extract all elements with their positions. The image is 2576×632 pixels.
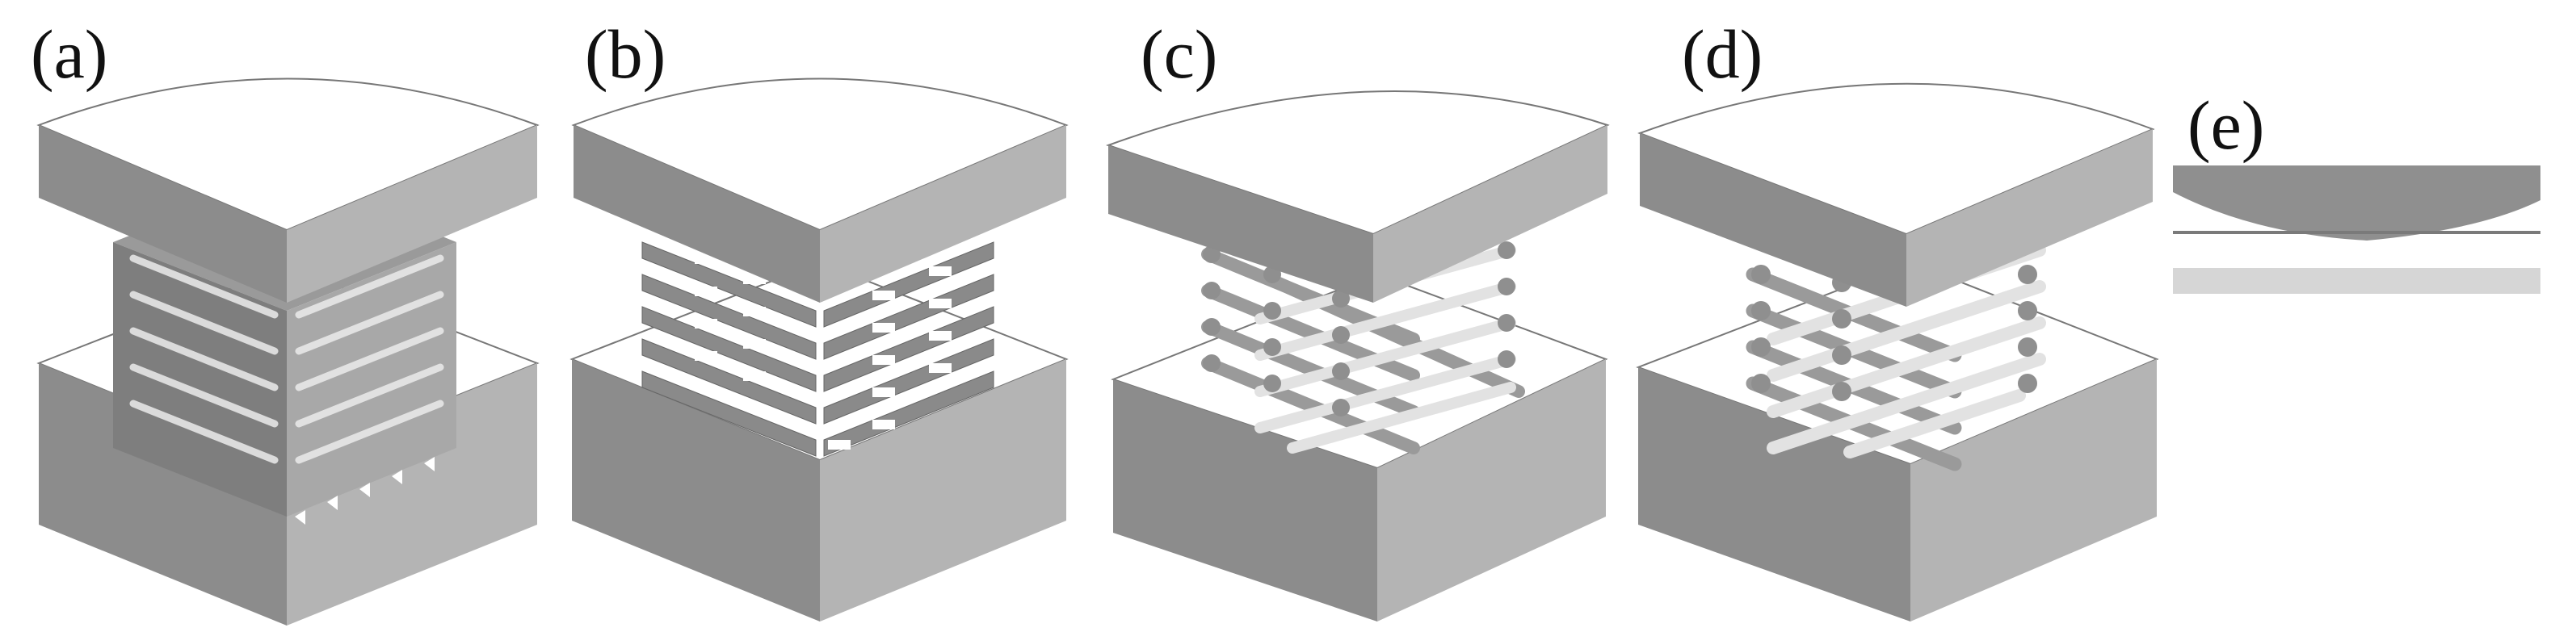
compression-diagram-b	[569, 77, 1069, 622]
panel-label-b: (b)	[585, 15, 666, 93]
compression-diagram-a	[36, 77, 540, 626]
compression-diagram-d	[1636, 82, 2159, 622]
panel-d: (d)	[1632, 0, 2159, 632]
top-plate	[571, 77, 1069, 303]
panel-b: (b)	[549, 0, 1099, 632]
top-plate	[36, 77, 540, 303]
scaffold-cylindrical-struts	[1201, 241, 1525, 454]
scaffold-square-struts	[641, 241, 994, 457]
panel-label-e: (e)	[2187, 86, 2265, 164]
top-plate	[1105, 90, 1610, 303]
panel-label-c: (c)	[1141, 15, 1218, 93]
indenter-side-view-e	[2173, 165, 2540, 294]
top-plate	[1637, 82, 2155, 307]
indenter-cap	[2173, 165, 2540, 241]
scaffold-layers	[113, 174, 456, 525]
panel-a: (a)	[0, 0, 549, 632]
panel-label-a: (a)	[31, 15, 108, 93]
panel-label-d: (d)	[1682, 15, 1763, 93]
scaffold-cylindrical-struts-dense	[1746, 244, 2046, 471]
panel-c: (c)	[1099, 0, 1632, 632]
bottom-plate	[1111, 273, 1608, 622]
panel-e: (e)	[2141, 0, 2576, 632]
substrate-layer	[2173, 268, 2540, 294]
compression-diagram-c	[1105, 90, 1610, 622]
